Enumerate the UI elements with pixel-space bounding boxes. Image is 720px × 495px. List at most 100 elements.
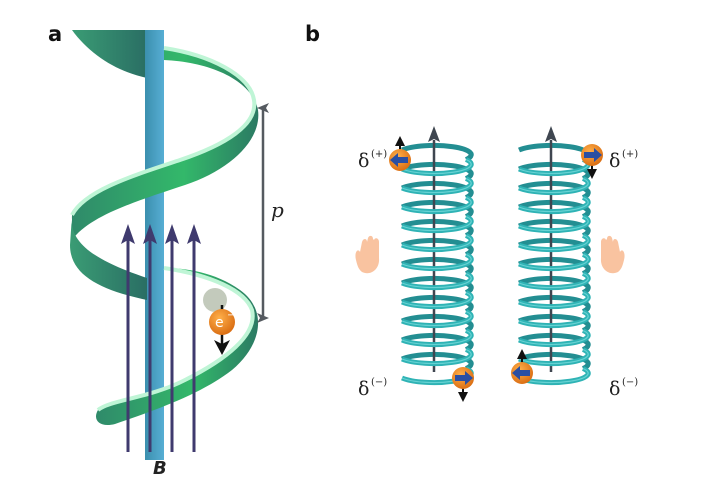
coil-highlight — [518, 215, 589, 232]
charge-sign: (−) — [622, 377, 638, 388]
coil-back-strand — [518, 351, 591, 371]
left-hand-icon — [355, 235, 380, 274]
coil-highlight — [401, 348, 472, 365]
coil-back-strand — [401, 142, 474, 162]
left-helix-coil — [401, 126, 474, 386]
charge-sign: (−) — [371, 377, 387, 388]
momentum-arrow-icon — [512, 366, 530, 380]
coil-highlight — [401, 158, 472, 175]
coil-highlight — [518, 253, 589, 270]
coil-back-strand — [401, 294, 474, 314]
panel-b-label: b — [305, 22, 320, 46]
right-helix-coil — [518, 126, 591, 386]
coil-back-strand — [518, 332, 591, 352]
label-right-top: δ (+) — [609, 149, 638, 172]
label-right-bottom: δ (−) — [609, 377, 638, 400]
coil-back-strand — [518, 180, 591, 200]
coil-highlight — [518, 272, 589, 289]
charge-sign: (+) — [622, 149, 638, 160]
spin-arrow-head-icon — [458, 392, 468, 402]
coil-back-strand — [518, 237, 591, 257]
spin-arrow-head-icon — [587, 169, 597, 179]
delta-symbol: δ — [358, 378, 369, 400]
spin-arrow-head-icon — [517, 349, 527, 359]
coil-highlight — [518, 310, 589, 327]
coil-highlight — [401, 215, 472, 232]
spin-arrow-head-icon — [395, 136, 405, 146]
arrow-head-icon — [121, 224, 135, 244]
coil-back-strand — [401, 332, 474, 352]
coil-highlight — [401, 177, 472, 194]
field-arrow — [121, 224, 135, 452]
pitch-label: p — [271, 198, 284, 222]
coil-highlight — [518, 367, 589, 384]
coil-highlight — [401, 234, 472, 251]
ribbon-edge-highlight — [70, 46, 257, 217]
delta-symbol: δ — [609, 378, 620, 400]
arrow-head-icon — [165, 224, 179, 244]
field-arrow — [165, 224, 179, 452]
electron-label: e — [215, 315, 224, 331]
electron-shadow — [203, 288, 227, 312]
coil-back-strand — [401, 237, 474, 257]
coil-back-strand — [401, 313, 474, 333]
spin-electron — [581, 144, 603, 179]
coil-back-strand — [401, 199, 474, 219]
delta-symbol: δ — [358, 150, 369, 172]
electron-sphere — [209, 309, 235, 335]
coil-back-strand — [401, 161, 474, 181]
spin-electron — [452, 367, 474, 402]
coil-back-strand — [518, 218, 591, 238]
coil-highlight — [518, 329, 589, 346]
ribbon-edge-highlight-lower — [96, 266, 255, 412]
axis-arrow-head-icon — [428, 126, 440, 142]
electron: e − — [203, 288, 235, 355]
electron-arrow-head-icon — [214, 340, 230, 355]
coil-highlight — [401, 272, 472, 289]
arrow-head-icon — [143, 224, 157, 244]
momentum-arrow-icon — [455, 371, 473, 385]
field-label: B — [153, 458, 167, 479]
coil-highlight — [518, 291, 589, 308]
delta-symbol: δ — [609, 150, 620, 172]
coil-highlight — [518, 234, 589, 251]
coil-back-strand — [518, 256, 591, 276]
coil-highlight — [401, 310, 472, 327]
spin-electron — [389, 136, 411, 171]
electron-charge: − — [227, 310, 235, 321]
coil-back-strand — [518, 275, 591, 295]
coil-back-strand — [518, 199, 591, 219]
magnetic-field-arrows — [121, 224, 201, 452]
helix-ribbon-upper-loop — [72, 48, 259, 240]
helix-ribbon-top — [72, 30, 147, 78]
coil-highlight — [401, 329, 472, 346]
coil-back-strand — [401, 180, 474, 200]
label-left-bottom: δ (−) — [358, 377, 387, 400]
panel-b: b δ (+) δ (−) δ (+) δ (−) — [305, 22, 638, 402]
panel-a-label: a — [48, 22, 62, 46]
right-hand-icon — [600, 235, 625, 274]
charge-sign: (+) — [371, 149, 387, 160]
momentum-arrow-icon — [584, 148, 602, 162]
label-left-top: δ (+) — [358, 149, 387, 172]
coil-highlight — [518, 196, 589, 213]
coil-back-strand — [401, 218, 474, 238]
coil-back-strand — [401, 275, 474, 295]
axis-arrow-head-icon — [545, 126, 557, 142]
helix-ribbon-lower-loop — [95, 268, 259, 426]
coil-back-strand — [518, 294, 591, 314]
spin-electron — [511, 349, 533, 384]
arrow-head-icon — [187, 224, 201, 244]
coil-back-strand — [401, 351, 474, 371]
panel-a: a p B e − — [48, 22, 284, 479]
field-arrow — [143, 224, 157, 452]
momentum-arrow-icon — [390, 153, 408, 167]
coil-back-strand — [518, 142, 591, 162]
coil-back-strand — [518, 161, 591, 181]
coil-back-strand — [518, 313, 591, 333]
coil-back-strand — [401, 256, 474, 276]
coil-highlight — [518, 348, 589, 365]
coil-highlight — [401, 291, 472, 308]
field-arrow — [187, 224, 201, 452]
